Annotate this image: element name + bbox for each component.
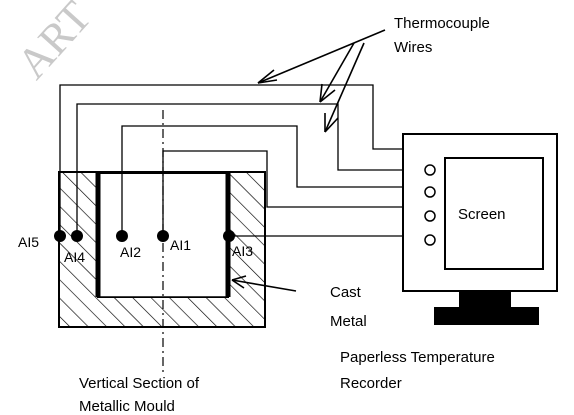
recorder-base	[434, 307, 539, 325]
probe-ai2-dot	[116, 230, 128, 242]
probe-points	[54, 230, 235, 242]
cast-metal-label-line1: Cast	[330, 284, 362, 301]
probe-label-ai3: AI3	[232, 243, 253, 259]
thermocouple-label-line1: Thermocouple	[394, 15, 490, 32]
probe-label-ai2: AI2	[120, 244, 141, 260]
cast-metal-arrow	[231, 275, 297, 292]
thermocouple-label-line2: Wires	[394, 39, 432, 56]
recorder-knob-1	[424, 164, 436, 176]
recorder-screen	[444, 157, 544, 270]
probe-label-ai5: AI5	[18, 234, 39, 250]
recorder-label-line2: Recorder	[340, 375, 402, 392]
probe-ai5-dot	[54, 230, 66, 242]
recorder-stand	[459, 291, 511, 307]
screen-label: Screen	[458, 206, 506, 223]
mould-label-line1: Vertical Section of	[79, 375, 200, 392]
wire-ai5	[59, 84, 414, 236]
mould-label-line2: Metallic Mould	[79, 398, 175, 415]
recorder-label-line1: Paperless Temperature	[340, 349, 495, 366]
recorder-knob-4	[424, 234, 436, 246]
probe-label-ai1: AI1	[170, 237, 191, 253]
probe-ai4-dot	[71, 230, 83, 242]
temperature-recorder	[402, 133, 558, 325]
recorder-knob-2	[424, 186, 436, 198]
thermocouple-arrows	[257, 29, 386, 133]
wire-ai1	[162, 150, 414, 236]
probe-ai3-dot	[223, 230, 235, 242]
probe-label-ai4: AI4	[64, 249, 85, 265]
probe-ai1-dot	[157, 230, 169, 242]
recorder-knob-3	[424, 210, 436, 222]
wire-ai2	[121, 125, 414, 236]
watermark-text: ART	[7, 0, 101, 88]
cast-metal-label-line2: Metal	[330, 313, 367, 330]
